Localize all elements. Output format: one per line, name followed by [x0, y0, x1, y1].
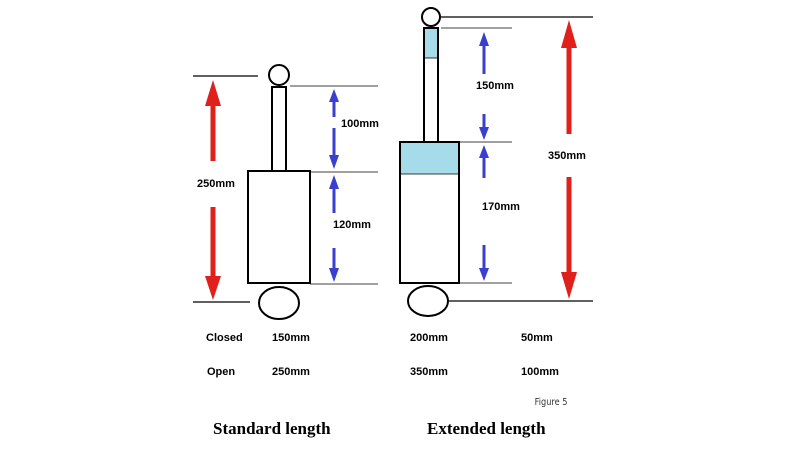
- table-row-closed-label: Closed: [206, 332, 243, 344]
- extended-blue-arrow-rod-down: [479, 114, 489, 140]
- standard-total-label: 250mm: [197, 178, 235, 190]
- extended-body-label: 170mm: [482, 201, 520, 213]
- table-row-closed-difference: 50mm: [521, 332, 553, 344]
- extended-rod-fluid: [425, 29, 437, 58]
- standard-blue-arrow-rod-up: [329, 89, 339, 117]
- standard-body: [247, 170, 311, 284]
- extended-blue-arrow-rod-up: [479, 32, 489, 74]
- standard-red-arrow-down: [205, 207, 221, 300]
- extended-caption: Extended length: [427, 419, 546, 438]
- extended-shock: 350mm 150mm 170mm: [399, 7, 593, 317]
- standard-body-label: 120mm: [333, 219, 371, 231]
- standard-rod-label: 100mm: [341, 118, 379, 130]
- table-row-closed-extended: 200mm: [410, 332, 448, 344]
- standard-red-arrow-up: [205, 80, 221, 161]
- extended-body-fluid: [401, 143, 458, 174]
- standard-rod: [271, 86, 287, 172]
- table-row-open-label: Open: [207, 366, 235, 378]
- extended-red-arrow-up: [561, 20, 577, 134]
- standard-blue-arrow-body-down: [329, 248, 339, 282]
- extended-blue-arrow-body-down: [479, 245, 489, 281]
- table-row-open-extended: 350mm: [410, 366, 448, 378]
- figure-label: Figure 5: [535, 397, 568, 408]
- table-row-open-difference: 100mm: [521, 366, 559, 378]
- extended-top-eye: [421, 7, 441, 27]
- table-row-open-standard: 250mm: [272, 366, 310, 378]
- standard-shock: 250mm 100mm 120mm: [193, 64, 379, 320]
- standard-blue-arrow-body-up: [329, 175, 339, 213]
- standard-bottom-eye: [258, 286, 300, 320]
- table-row-closed-standard: 150mm: [272, 332, 310, 344]
- extended-blue-arrow-body-up: [479, 145, 489, 178]
- standard-blue-arrow-rod-down: [329, 128, 339, 169]
- extended-rod-label: 150mm: [476, 80, 514, 92]
- extended-total-label: 350mm: [548, 150, 586, 162]
- standard-top-eye: [268, 64, 290, 86]
- standard-caption: Standard length: [213, 419, 331, 438]
- extended-bottom-eye: [407, 285, 449, 317]
- extended-red-arrow-down: [561, 177, 577, 299]
- length-table: Closed 150mm 200mm 50mm Open 250mm 350mm…: [206, 332, 559, 378]
